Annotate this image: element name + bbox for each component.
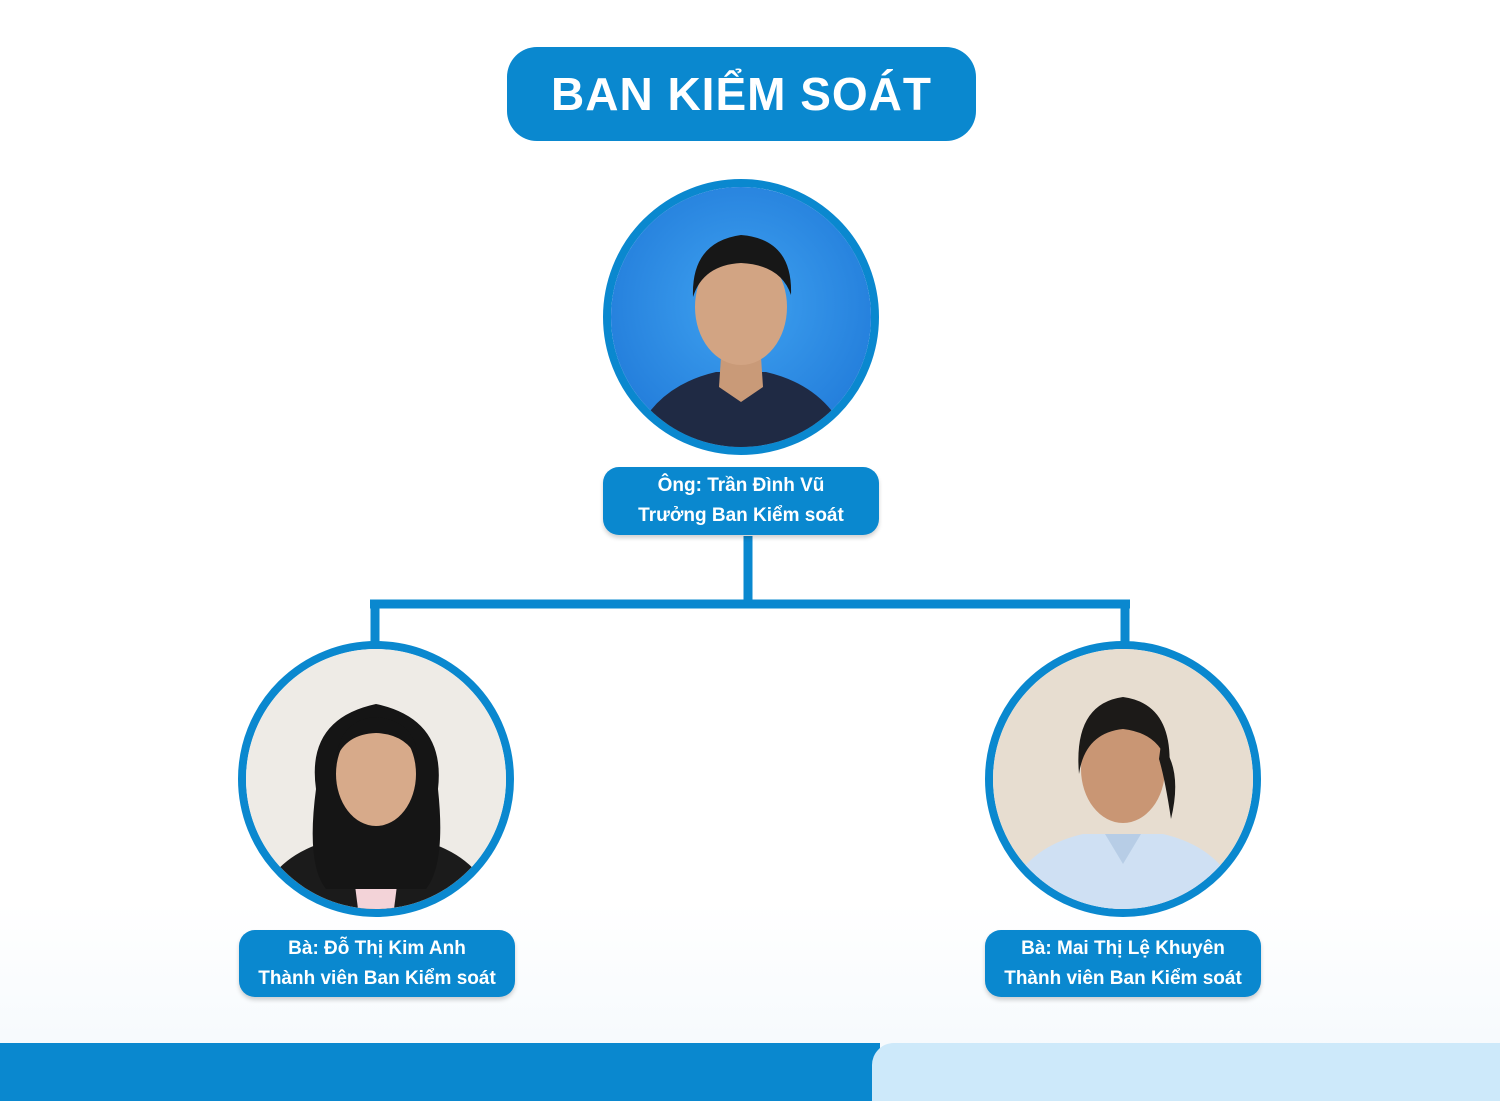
head-role: Trưởng Ban Kiểm soát	[638, 505, 844, 526]
footer-band-dark	[0, 1043, 880, 1101]
member-role-2: Thành viên Ban Kiểm soát	[1004, 967, 1242, 989]
head-name: Ông: Trần Đình Vũ	[657, 475, 825, 496]
member-photo-2	[985, 641, 1261, 917]
head-label: Ông: Trần Đình Vũ Trưởng Ban Kiểm soát	[603, 467, 879, 535]
member-name-1: Bà: Đỗ Thị Kim Anh	[288, 937, 466, 959]
member-label-2: Bà: Mai Thị Lệ Khuyên Thành viên Ban Kiể…	[985, 930, 1261, 997]
member-photo-1	[238, 641, 514, 917]
page-title: BAN KIỂM SOÁT	[551, 68, 932, 120]
member-label-1: Bà: Đỗ Thị Kim Anh Thành viên Ban Kiểm s…	[239, 930, 515, 997]
title-banner: BAN KIỂM SOÁT	[507, 47, 976, 141]
member-name-2: Bà: Mai Thị Lệ Khuyên	[1021, 937, 1225, 959]
member-role-1: Thành viên Ban Kiểm soát	[258, 967, 496, 989]
head-photo	[603, 179, 879, 455]
footer-band-light	[872, 1043, 1500, 1101]
